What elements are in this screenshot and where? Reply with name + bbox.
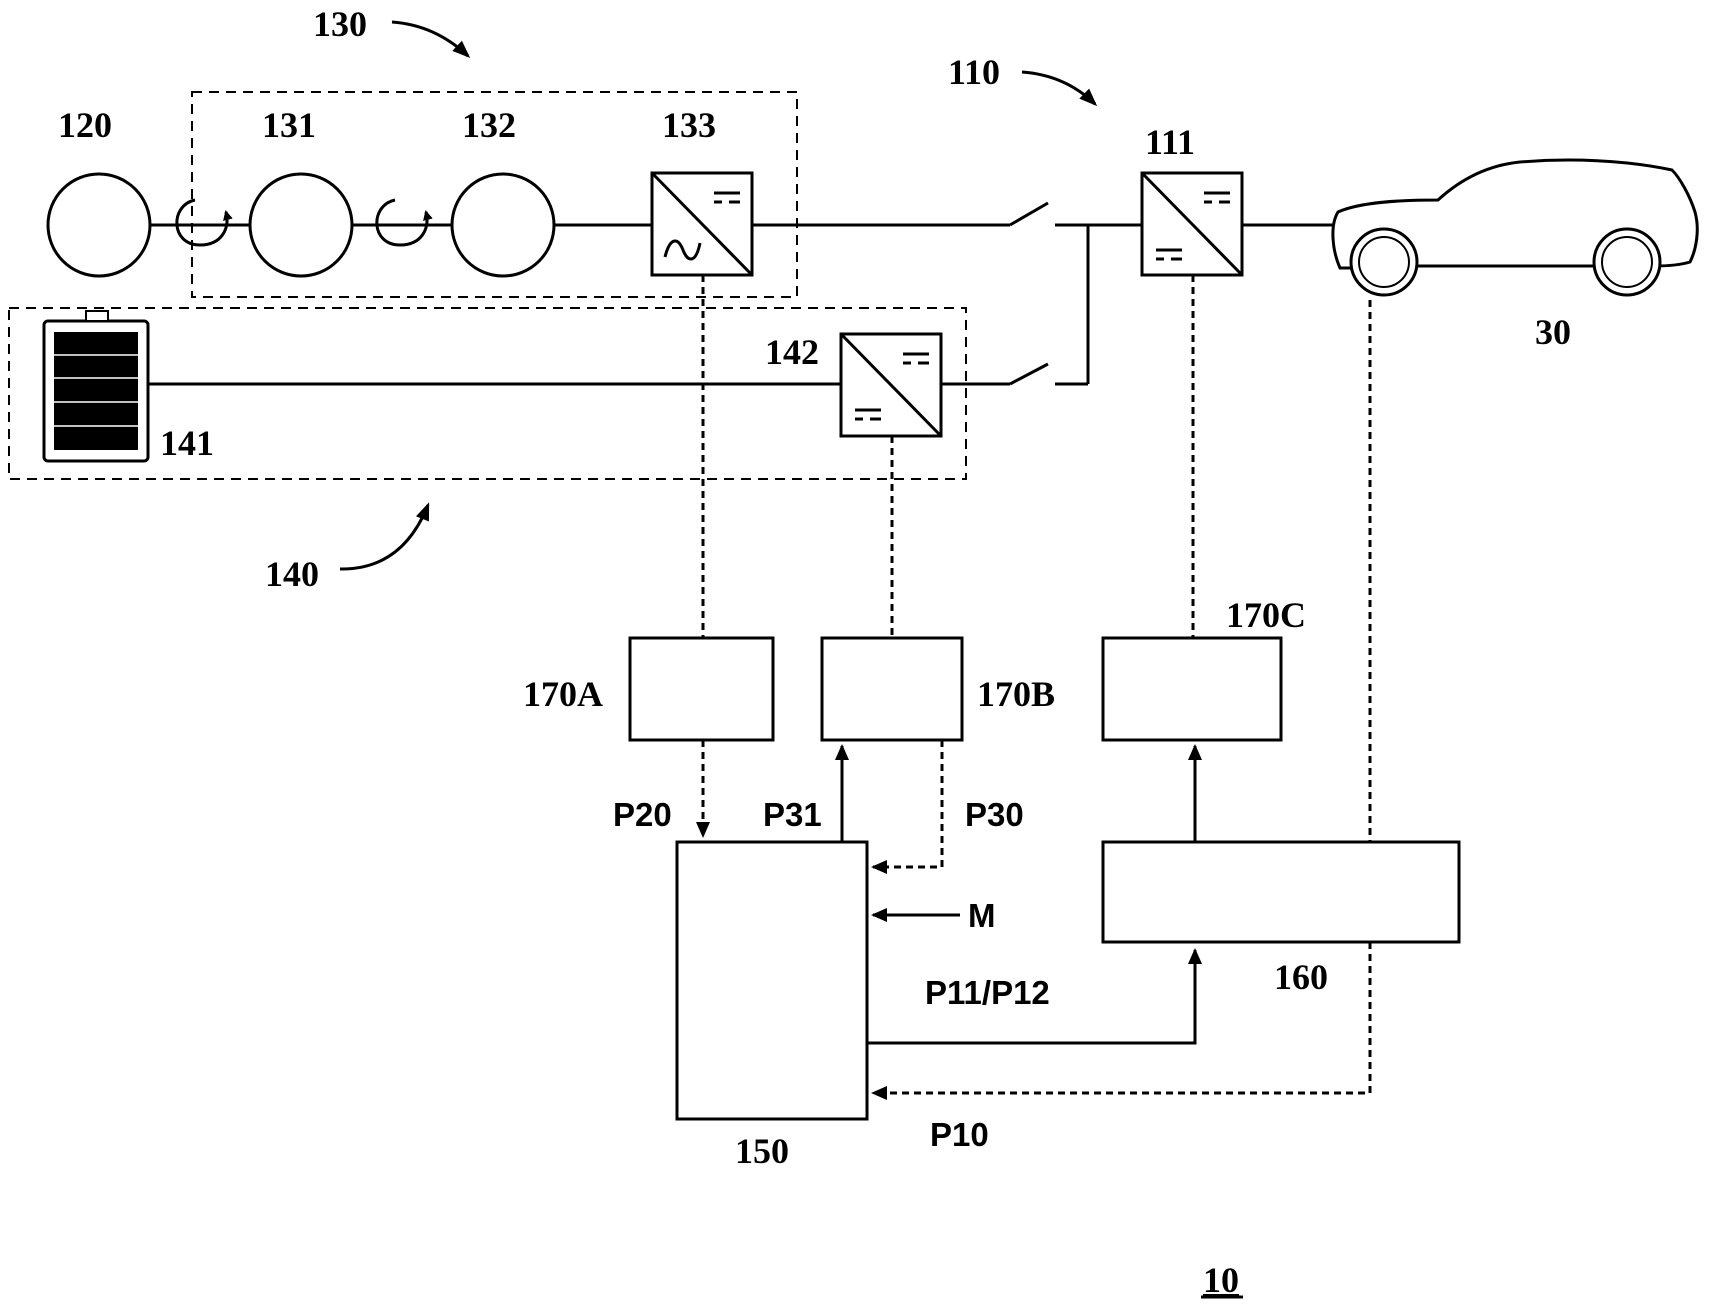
figure-number: 10 [1203, 1260, 1239, 1300]
generator-132-circle [450, 172, 556, 278]
pointer-arrow-140 [339, 502, 430, 571]
label-160: 160 [1274, 957, 1328, 997]
pointer-arrow-110 [1021, 70, 1098, 107]
signal-p11p12-arrow [867, 948, 1202, 1045]
label-142: 142 [765, 332, 819, 372]
module-160-box [1101, 840, 1461, 944]
label-150: 150 [735, 1131, 789, 1171]
signal-label-p30: P30 [965, 796, 1024, 833]
group-130-outline [191, 91, 798, 298]
controller-170a-box [628, 636, 775, 742]
vehicle-icon [1331, 158, 1699, 297]
label-110: 110 [948, 52, 1000, 92]
signal-label-p20: P20 [613, 796, 672, 833]
signal-label-p31: P31 [763, 796, 822, 833]
signal-label-p11p12: P11/P12 [925, 974, 1050, 1011]
converter-icon [1140, 171, 1244, 277]
signal-label-p10: P10 [930, 1116, 989, 1153]
label-170b: 170B [977, 674, 1055, 714]
label-120: 120 [58, 105, 112, 145]
label-111: 111 [1145, 122, 1195, 162]
switch-icon [1009, 201, 1049, 227]
group-140-outline [8, 307, 967, 480]
label-30: 30 [1535, 312, 1571, 352]
switch-icon [1009, 362, 1049, 386]
signal-p10-arrow [871, 942, 1372, 1100]
controller-150-box [675, 840, 869, 1121]
converter-icon [839, 332, 943, 438]
label-140: 140 [265, 554, 319, 594]
label-132: 132 [462, 105, 516, 145]
rotation-arrow-icon [175, 198, 233, 247]
battery-icon [42, 310, 150, 463]
controller-170c-box [1101, 636, 1283, 742]
converter-icon [650, 171, 754, 277]
label-170c: 170C [1226, 595, 1306, 635]
gearbox-131-circle [248, 172, 354, 278]
label-130: 130 [313, 4, 367, 44]
rotation-arrow-icon [375, 198, 433, 247]
label-170a: 170A [523, 674, 603, 714]
label-133: 133 [662, 105, 716, 145]
signal-p30-arrow [871, 740, 944, 874]
label-141: 141 [160, 423, 214, 463]
engine-120-circle [46, 172, 152, 278]
pointer-arrow-130 [391, 20, 471, 59]
label-131: 131 [262, 105, 316, 145]
signal-label-m: M [968, 897, 996, 934]
controller-170b-box [820, 636, 964, 742]
